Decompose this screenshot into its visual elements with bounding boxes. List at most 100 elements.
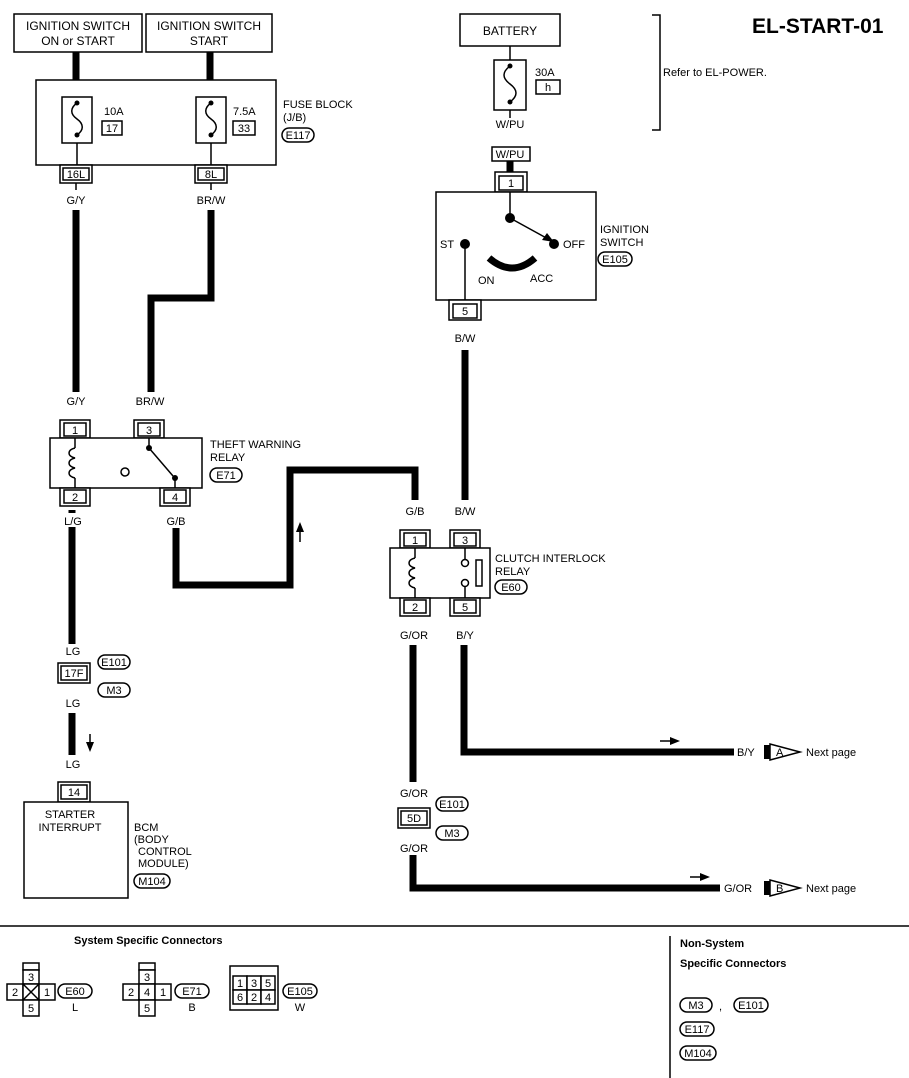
bcm-label-3: CONTROL xyxy=(138,846,192,858)
fuse-17-rating: 10A xyxy=(104,106,124,118)
theft-warning-relay: 1 3 2 4 THEFT WARNING RELAY E71 xyxy=(49,419,301,507)
ign-switch-label: IGNITION xyxy=(600,224,649,236)
legend-comma: , xyxy=(719,1001,722,1013)
terminal-8l-label: 8L xyxy=(205,169,217,181)
clutch-pin-3: 3 xyxy=(462,535,468,547)
pos-st: ST xyxy=(440,239,454,251)
next-page-a-arrow[interactable] xyxy=(769,743,803,761)
wire-label-gb-relay: G/B xyxy=(167,516,186,528)
svg-text:6: 6 xyxy=(237,992,243,1004)
battery-label: BATTERY xyxy=(483,24,537,38)
svg-text:1: 1 xyxy=(160,987,166,999)
theft-relay-label2: RELAY xyxy=(210,452,246,464)
theft-pin-3: 3 xyxy=(146,425,152,437)
ign-on-start-line2: ON or START xyxy=(41,34,115,48)
wire-label-lg-slash: L/G xyxy=(64,516,82,528)
wire-label-brw-relay: BR/W xyxy=(136,396,165,408)
wire-label-gor-2: G/OR xyxy=(400,843,428,855)
wire-label-lg-3: LG xyxy=(66,759,81,771)
legend-e60-name: E60 xyxy=(65,986,85,998)
clutch-interlock-relay: 1 3 2 5 CLUTCH INTERLOCK RELAY E60 xyxy=(389,529,606,617)
joint-5d-top: E101 xyxy=(439,799,465,811)
wire-brw xyxy=(147,210,215,392)
power-ref-text: Refer to EL-POWER. xyxy=(663,67,767,79)
svg-text:3: 3 xyxy=(251,978,257,990)
clutch-relay-label: CLUTCH INTERLOCK xyxy=(495,553,606,565)
wire-gor-lower xyxy=(409,855,755,892)
output-a-text[interactable]: Next page xyxy=(806,747,856,759)
fuse-block: 10A 17 7.5A 33 FUSE BLOCK (J/B) E117 16L… xyxy=(35,79,353,190)
wire-label-wpu: W/PU xyxy=(496,149,525,161)
ignition-switch: W/PU 1 ST OFF ON ACC 5 IGNITION SWITCH E… xyxy=(435,146,649,321)
svg-text:4: 4 xyxy=(265,992,271,1004)
legend-nonsystem-title-2: Specific Connectors xyxy=(680,958,786,970)
right-arrow-icon xyxy=(670,737,680,745)
joint-5d-bottom: M3 xyxy=(444,828,459,840)
fuse-block-label: FUSE BLOCK xyxy=(283,99,353,111)
legend-nonsystem: M3 , E101 E117 M104 xyxy=(679,997,769,1061)
wire-label-bw-clutch: B/W xyxy=(455,506,476,518)
svg-text:1: 1 xyxy=(237,978,243,990)
wire-gb xyxy=(172,466,419,589)
ign-on-start-box: IGNITION SWITCH ON or START xyxy=(13,13,143,53)
legend-e60-color: L xyxy=(72,1002,78,1014)
terminal-16l-label: 16L xyxy=(67,169,85,181)
svg-text:5: 5 xyxy=(28,1003,34,1015)
battery-box: BATTERY xyxy=(459,13,561,47)
bcm-label-2: (BODY xyxy=(134,834,170,846)
legend-system-title: System Specific Connectors xyxy=(74,935,223,947)
clutch-pin-5: 5 xyxy=(462,602,468,614)
fuse-33-number: 33 xyxy=(238,123,250,135)
wire-label-gy-relay: G/Y xyxy=(67,396,87,408)
joint-17f-top: E101 xyxy=(101,657,127,669)
legend-e101: E101 xyxy=(738,1000,764,1012)
right-arrow-icon-b xyxy=(700,873,710,881)
legend-m104: M104 xyxy=(684,1048,712,1060)
legend-nonsystem-title-1: Non-System xyxy=(680,938,744,950)
joint-17f-bottom: M3 xyxy=(106,685,121,697)
svg-text:5: 5 xyxy=(144,1003,150,1015)
svg-text:4: 4 xyxy=(144,987,150,999)
up-arrow-icon xyxy=(296,522,304,542)
joint-17f: LG 17F E101 M3 LG xyxy=(57,644,131,710)
theft-pin-1: 1 xyxy=(72,425,78,437)
joint-5d: G/OR 5D E101 M3 G/OR xyxy=(396,785,469,855)
terminal-ign-1-label: 1 xyxy=(508,178,514,190)
wire-by xyxy=(460,645,755,756)
battery-fuse-rating: 30A xyxy=(535,67,555,79)
next-page-b-arrow[interactable] xyxy=(769,879,803,897)
switch-arrow-icon xyxy=(542,233,554,242)
output-a-wire: B/Y xyxy=(737,747,755,759)
battery-fuse: 30A h W/PU xyxy=(493,46,561,131)
clutch-pin-2: 2 xyxy=(412,602,418,614)
battery-fuse-id: h xyxy=(545,82,551,94)
relay-coil-icon xyxy=(68,447,76,479)
svg-text:2: 2 xyxy=(12,987,18,999)
ign-switch-connector: E105 xyxy=(602,254,628,266)
output-b-wire: G/OR xyxy=(724,883,752,895)
theft-pin-4: 4 xyxy=(172,492,178,504)
wire-label-gor-1: G/OR xyxy=(400,788,428,800)
bcm-terminal: 14 xyxy=(68,787,80,799)
theft-relay-label: THEFT WARNING xyxy=(210,439,301,451)
page-id: EL-START-01 xyxy=(752,15,884,38)
output-b-text[interactable]: Next page xyxy=(806,883,856,895)
legend-e60: 3 2 1 5 E60 L xyxy=(6,962,93,1017)
terminal-ign-5-label: 5 xyxy=(462,306,468,318)
fuse-icon xyxy=(503,65,517,103)
wire-label-gb-clutch: G/B xyxy=(406,506,425,518)
bcm-label-4: MODULE) xyxy=(138,858,189,870)
svg-text:5: 5 xyxy=(265,978,271,990)
bcm-connector: M104 xyxy=(138,876,166,888)
ign-start-line1: IGNITION SWITCH xyxy=(157,19,261,33)
wire-label-brw-top: BR/W xyxy=(197,195,226,207)
svg-text:3: 3 xyxy=(144,972,150,984)
legend-e105-color: W xyxy=(295,1002,306,1014)
joint-5d-terminal: 5D xyxy=(407,813,421,825)
output-a: B/Y A Next page xyxy=(660,737,856,761)
legend-m3: M3 xyxy=(688,1000,703,1012)
wire-label-lg-2: LG xyxy=(66,698,81,710)
down-arrow-icon xyxy=(86,734,94,752)
legend-e117: E117 xyxy=(685,1024,710,1036)
